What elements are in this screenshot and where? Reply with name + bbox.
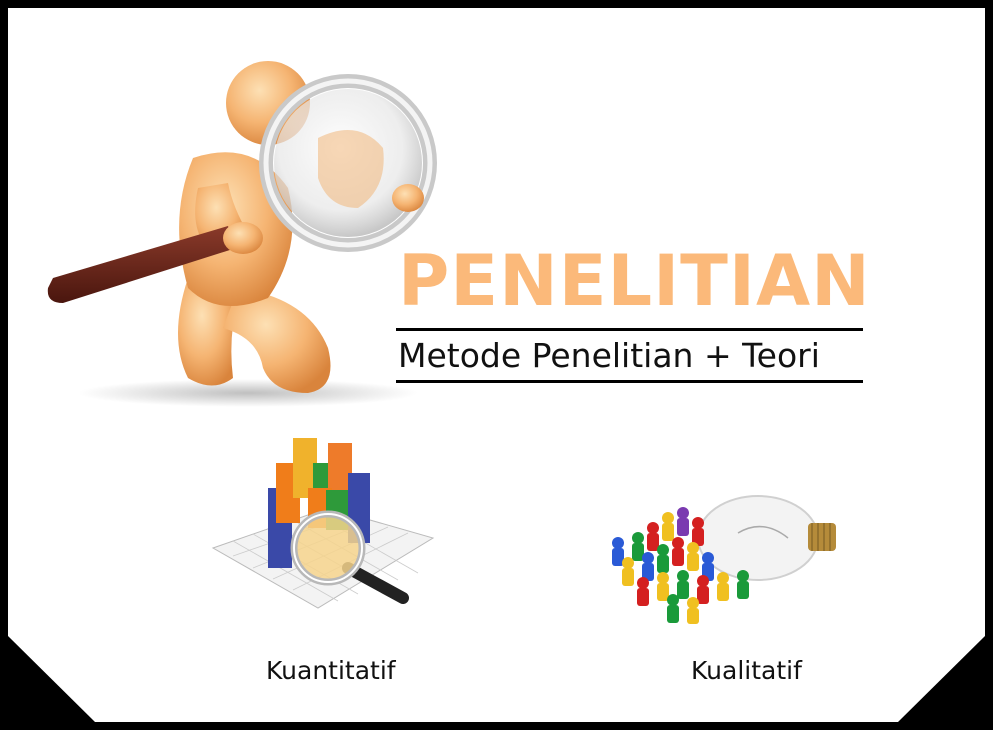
figure-magnifier-icon (47, 61, 437, 407)
bar-chart-magnifier-icon (211, 438, 435, 609)
kualitatif-card[interactable] (598, 478, 848, 633)
people-lightbulb-icon (612, 495, 836, 624)
kuantitatif-card[interactable] (208, 418, 438, 623)
slide-panel: PENELITIAN Metode Penelitian + Teori (8, 8, 985, 722)
kuantitatif-label[interactable]: Kuantitatif (266, 656, 396, 685)
kualitatif-label[interactable]: Kualitatif (691, 656, 802, 685)
title-divider-bottom (396, 380, 863, 383)
title-divider-top (396, 328, 863, 331)
page-title: PENELITIAN (398, 240, 871, 322)
page-subtitle: Metode Penelitian + Teori (398, 336, 820, 375)
